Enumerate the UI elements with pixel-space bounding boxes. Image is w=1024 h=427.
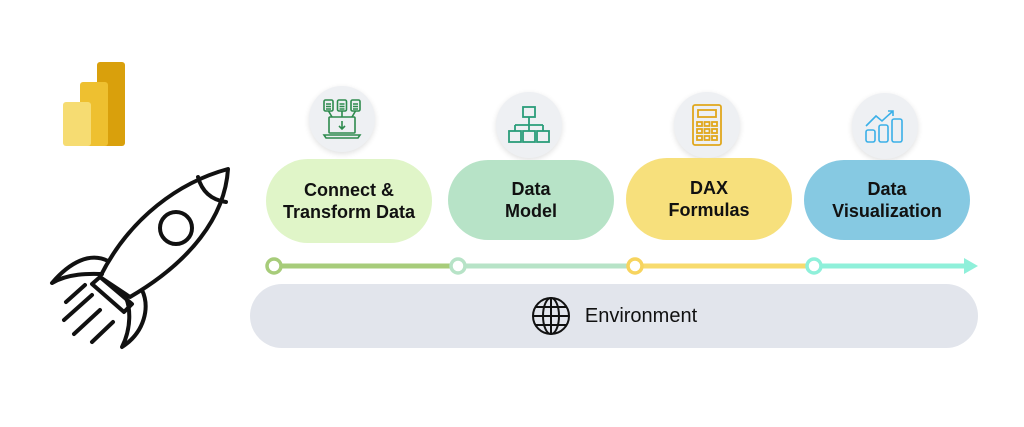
power-bi-logo	[62, 62, 128, 148]
globe-icon	[531, 297, 570, 335]
step-2-label-line2: Model	[505, 201, 557, 221]
step-3-label-line2: Formulas	[668, 200, 750, 220]
timeline-node-4	[805, 257, 823, 275]
calculator-icon	[692, 104, 722, 146]
rocket-icon	[40, 162, 240, 357]
timeline-node-3	[626, 257, 644, 275]
step-2-icon-circle	[496, 92, 562, 158]
step-1-icon-circle	[309, 86, 375, 152]
environment-label: Environment	[584, 304, 698, 327]
step-3-label-line1: DAX	[689, 178, 728, 198]
hierarchy-icon	[508, 106, 550, 143]
bar-chart-trend-icon	[865, 110, 903, 143]
environment-bar: Environment	[250, 284, 978, 348]
step-3-icon-circle	[674, 92, 740, 158]
timeline-node-2	[449, 257, 467, 275]
step-1-label-line2: Transform Data	[282, 202, 416, 222]
timeline-node-1	[265, 257, 283, 275]
step-connect-transform-data: Connect &Transform Data	[266, 159, 432, 243]
step-4-label-line1: Data	[867, 179, 907, 199]
timeline	[262, 254, 984, 278]
timeline-arrowhead	[964, 258, 978, 274]
step-4-label-line2: Visualization	[832, 201, 942, 221]
step-1-label-line1: Connect &	[303, 180, 394, 200]
step-4-icon-circle	[852, 93, 918, 159]
data-import-laptop-icon	[322, 99, 362, 139]
step-2-label-line1: Data	[511, 179, 551, 199]
